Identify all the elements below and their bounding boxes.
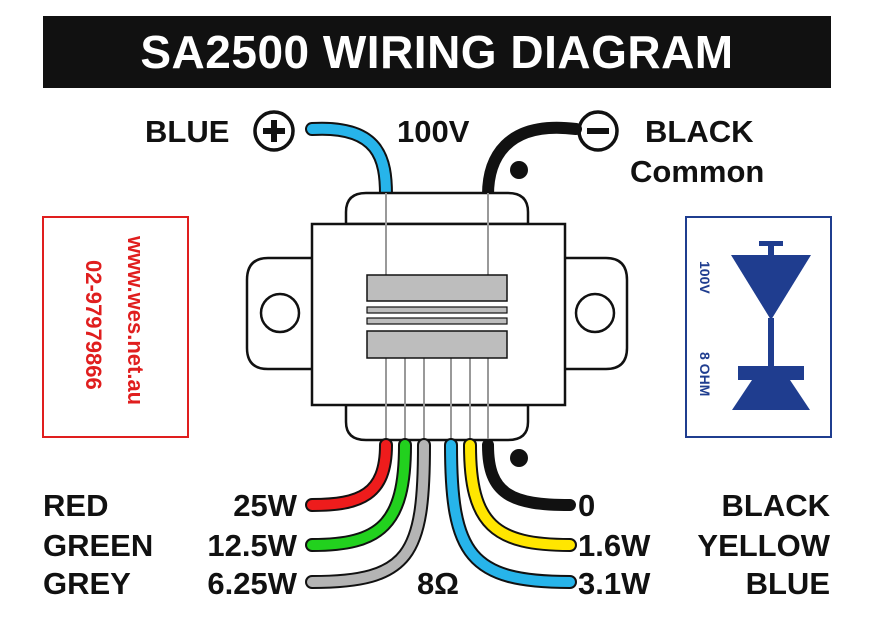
title-bar bbox=[43, 16, 831, 88]
primary-left-color: BLUE bbox=[145, 114, 229, 149]
contact-phone: 02-97979866 bbox=[81, 260, 106, 390]
tap-left-color-3: GREY bbox=[43, 566, 131, 601]
tap-right-value-2: 1.6W bbox=[578, 528, 651, 563]
tap-right-color-1: BLACK bbox=[722, 488, 831, 523]
green-wire bbox=[307, 440, 410, 550]
diagram-title: SA2500 WIRING DIAGRAM bbox=[140, 26, 733, 78]
tap-right-color-2: YELLOW bbox=[697, 528, 830, 563]
primary-voltage: 100V bbox=[397, 114, 470, 149]
black-wire bbox=[482, 439, 576, 511]
tap-left-value-3: 6.25W bbox=[207, 566, 297, 601]
tap-right-color-3: BLUE bbox=[746, 566, 830, 601]
contact-website: www.wes.net.au bbox=[123, 235, 148, 405]
transformer-speaker-symbol-icon bbox=[731, 241, 811, 410]
tap-left-color-1: RED bbox=[43, 488, 108, 523]
red-wire-outline bbox=[305, 438, 393, 512]
tap-right-value-1: 0 bbox=[578, 488, 595, 523]
primary-blue-wire-outline bbox=[305, 121, 393, 202]
transformer bbox=[245, 191, 629, 442]
core-strip-2 bbox=[366, 317, 508, 325]
top-bobbin bbox=[344, 191, 530, 226]
yellow-wire bbox=[465, 440, 575, 550]
tap-left-value-1: 25W bbox=[233, 488, 297, 523]
minus-icon bbox=[577, 110, 619, 152]
transformer-body bbox=[310, 222, 567, 407]
core-upper bbox=[366, 274, 508, 302]
primary-black-wire bbox=[482, 121, 582, 201]
tap-left-value-2: 12.5W bbox=[207, 528, 297, 563]
left-mounting-hole bbox=[259, 292, 301, 334]
tap-left-color-2: GREEN bbox=[43, 528, 153, 563]
contact-box bbox=[42, 216, 189, 438]
core-lower bbox=[366, 330, 508, 359]
primary-right-color: BLACK bbox=[645, 114, 754, 149]
tap-right-value-3: 3.1W bbox=[578, 566, 651, 601]
symbol-impedance: 8 OHM bbox=[697, 352, 713, 396]
primary-right-sub: Common bbox=[630, 154, 764, 189]
plus-icon bbox=[253, 110, 295, 152]
right-mounting-hole bbox=[574, 292, 616, 334]
red-wire bbox=[307, 440, 391, 510]
primary-blue-wire bbox=[307, 123, 391, 200]
grey-wire bbox=[307, 440, 429, 587]
blue-wire bbox=[446, 440, 575, 587]
phase-dot-top bbox=[510, 161, 528, 179]
tap-center-impedance: 8Ω bbox=[417, 566, 459, 601]
phase-dot-bottom bbox=[510, 449, 528, 467]
symbol-voltage: 100V bbox=[697, 261, 713, 294]
bottom-bobbin bbox=[344, 403, 530, 442]
core-strip-1 bbox=[366, 306, 508, 314]
